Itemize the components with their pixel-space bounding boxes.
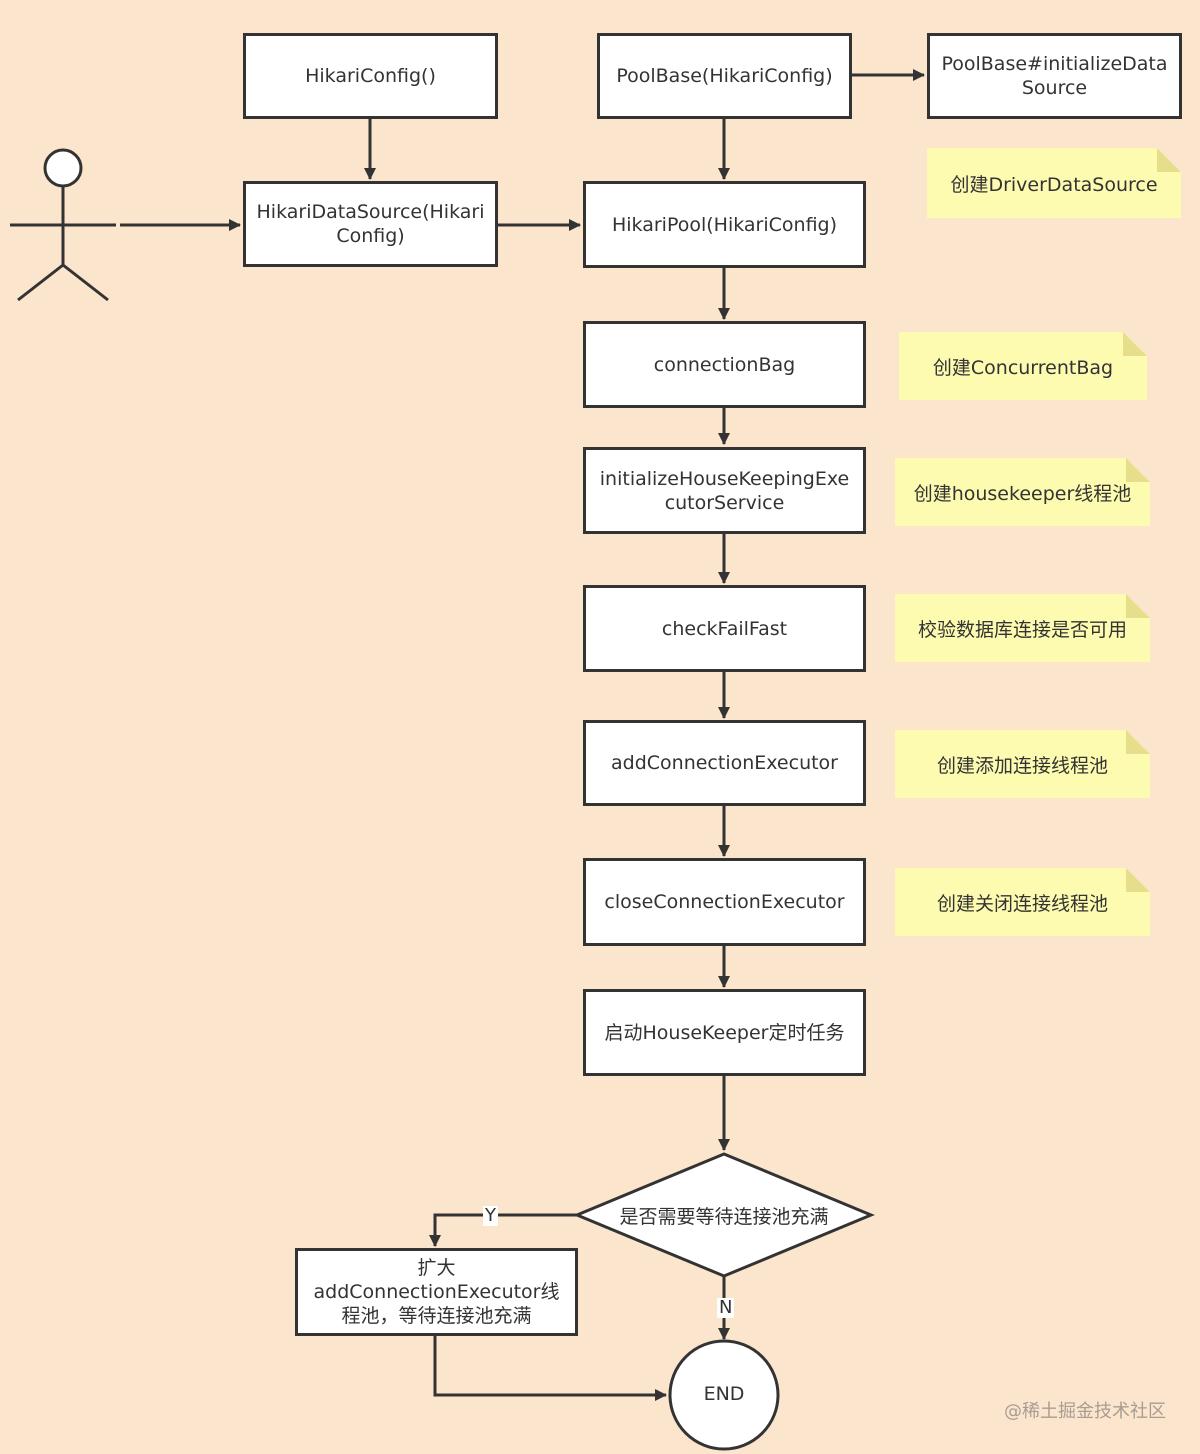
node-connection-bag: connectionBag (583, 321, 866, 408)
actor-icon (10, 148, 116, 302)
node-add-connection-executor: addConnectionExecutor (583, 720, 866, 806)
note-housekeeper-pool: 创建housekeeper线程池 (895, 458, 1150, 526)
edge-expand-end (433, 1335, 667, 1401)
end-circle (668, 1339, 780, 1451)
node-hikari-pool: HikariPool(HikariConfig) (583, 181, 866, 268)
edge-label-yes: Y (483, 1205, 498, 1226)
node-start-housekeeper: 启动HouseKeeper定时任务 (583, 989, 866, 1076)
edge-label-no: N (717, 1297, 735, 1318)
note-verify-db: 校验数据库连接是否可用 (895, 594, 1150, 662)
note-close-pool: 创建关闭连接线程池 (895, 868, 1150, 936)
node-check-fail-fast: checkFailFast (583, 585, 866, 672)
node-expand-executor: 扩大addConnectionExecutor线程池，等待连接池充满 (295, 1248, 578, 1336)
node-hikari-config: HikariConfig() (243, 33, 498, 119)
note-driver-data-source: 创建DriverDataSource (927, 148, 1181, 218)
note-add-pool: 创建添加连接线程池 (895, 730, 1150, 798)
decision-diamond (573, 1152, 875, 1278)
node-close-connection-executor: closeConnectionExecutor (583, 858, 866, 946)
edge-decision-yes (429, 1213, 577, 1247)
node-pool-base: PoolBase(HikariConfig) (597, 33, 852, 119)
decision-label: 是否需要等待连接池充满 (619, 1206, 829, 1228)
node-pool-base-init: PoolBase#initializeData Source (927, 33, 1182, 119)
end-label: END (703, 1383, 745, 1405)
node-init-housekeeping: initializeHouseKeepingExe cutorService (583, 447, 866, 534)
node-hikari-data-source: HikariDataSource(Hikari Config) (243, 181, 498, 267)
note-concurrent-bag: 创建ConcurrentBag (899, 332, 1147, 400)
watermark: @稀土掘金技术社区 (1004, 1401, 1166, 1422)
